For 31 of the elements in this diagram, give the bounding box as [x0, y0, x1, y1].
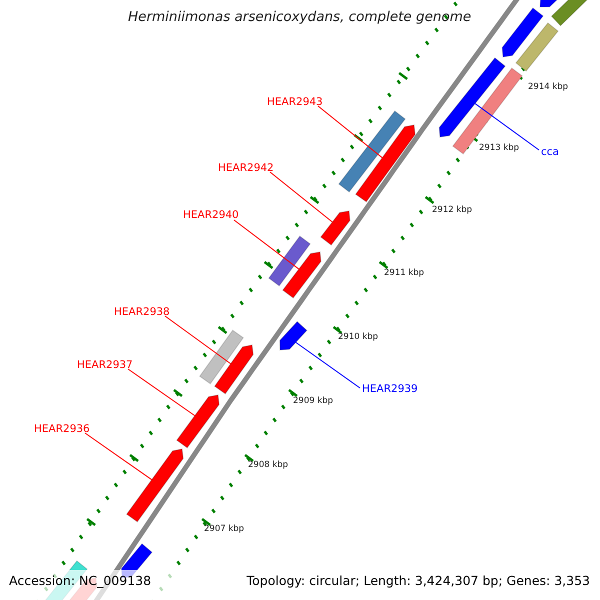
footer-text: Topology: circular; Length: 3,424,307 bp; Genes: 3,353 — [246, 575, 590, 588]
gene-feature-bar — [214, 344, 254, 394]
gene-feature-bar — [279, 320, 308, 351]
leader-line — [234, 220, 300, 270]
gene-label: HEAR2936 — [34, 424, 90, 434]
gene-label: HEAR2942 — [218, 163, 274, 174]
tick-label: 2910 kbp — [338, 333, 378, 342]
gene-label: HEAR2937 — [77, 360, 133, 370]
gene-label: HEAR2939 — [362, 384, 418, 394]
tick-label: 2909 kbp — [293, 397, 334, 406]
leader-line — [295, 342, 360, 388]
gene-feature-bar — [438, 57, 506, 138]
leader-line — [318, 106, 383, 158]
leader-line — [164, 316, 232, 364]
gene-label: HEAR2938 — [114, 307, 170, 318]
gene-label: cca — [541, 147, 559, 158]
tick-label: 2913 kbp — [479, 144, 520, 152]
gene-feature-bar — [126, 448, 184, 522]
leader-line — [270, 172, 333, 223]
gene-feature-bar — [176, 394, 220, 448]
tick-label: 2911 kbp — [384, 269, 424, 278]
leader-line — [128, 368, 196, 416]
footer-text: Accession: NC_009138 — [9, 575, 152, 588]
gene-label: HEAR2943 — [267, 97, 323, 108]
leader-line — [84, 432, 152, 480]
leader-line — [474, 103, 540, 150]
gene-feature-bar — [355, 124, 416, 202]
gene-label: HEAR2940 — [183, 210, 239, 220]
gene-feature-bar — [282, 251, 322, 299]
gene-feature-bar — [320, 210, 350, 246]
title: Herminiimonas arsenicoxydans, complete genome — [128, 11, 472, 24]
